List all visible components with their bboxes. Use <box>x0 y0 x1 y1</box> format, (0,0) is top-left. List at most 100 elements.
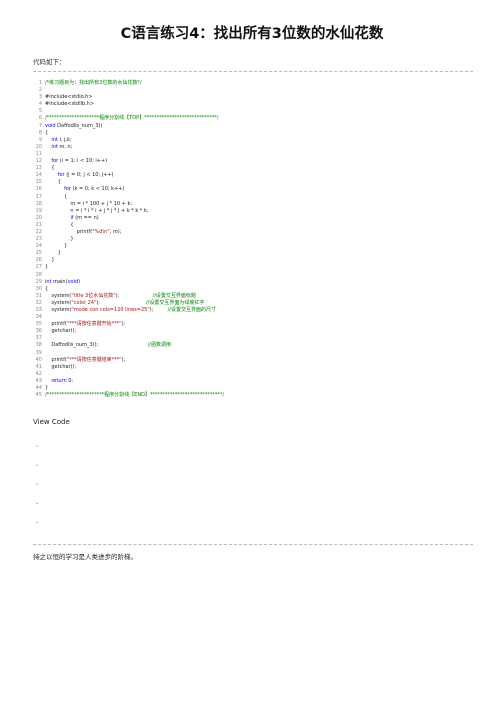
line-number: 26 <box>35 257 42 264</box>
code-token: (i = 1; i < 10; i++) <box>59 158 108 165</box>
code-token: int <box>51 136 60 143</box>
divider-bottom <box>33 544 473 545</box>
line-number: 23 <box>35 236 42 243</box>
mark-item: 、 <box>36 480 43 487</box>
line-number: 19 <box>35 207 42 214</box>
code-line: 14 for (j = 0; j < 10; j++) <box>33 172 224 179</box>
line-number: 37 <box>35 335 42 342</box>
code-token: for <box>51 158 60 165</box>
line-number: 24 <box>35 243 42 250</box>
code-token: m, n; <box>59 143 73 150</box>
line-number: 16 <box>35 186 42 193</box>
code-token: 0; <box>68 377 74 384</box>
line-number: 15 <box>35 179 42 186</box>
line-number: 27 <box>35 264 42 271</box>
line-number: 42 <box>35 370 42 377</box>
code-token: /*练习题目为：找出所有3位数的水仙花数*/ <box>45 80 142 86</box>
line-number: 18 <box>35 200 42 207</box>
line-number: 8 <box>38 129 42 136</box>
mark-item: 、 <box>36 461 43 468</box>
code-token: Daffodils_num_3(); <box>45 342 148 349</box>
code-line: 42 <box>33 371 224 378</box>
code-token: (j = 0; j < 10; j++) <box>66 172 114 179</box>
code-line: 16 for (k = 0; k < 10; k++) <box>33 186 224 193</box>
code-token: getchar(); <box>45 363 77 370</box>
code-line: 33 system("mode con cols=120 lines=25");… <box>33 307 224 314</box>
code-line: 35 printf("***请按任意键开始***"); <box>33 321 224 328</box>
code-line: 3#include<stdio.h> <box>33 94 224 101</box>
line-number: 13 <box>35 165 42 172</box>
code-token: } <box>45 236 74 243</box>
code-token: //函数调用 <box>147 342 171 349</box>
line-number: 2 <box>38 87 42 94</box>
line-number: 38 <box>35 342 42 349</box>
code-line: 5 <box>33 108 224 115</box>
code-line: 25 } <box>33 250 224 257</box>
code-line: 38 Daffodils_num_3(); //函数调用 <box>33 342 224 349</box>
line-number: 12 <box>35 158 42 165</box>
code-line: 36 getchar(); <box>33 328 224 335</box>
line-number: 11 <box>35 150 42 157</box>
code-token: #include<stdlib.h> <box>45 101 95 108</box>
line-number: 7 <box>38 122 42 129</box>
code-token: printf( <box>45 228 93 235</box>
code-token: printf( <box>45 356 67 363</box>
code-token: /***********************程序分割线【END】******… <box>45 392 225 399</box>
code-token: "title 3位水仙花数" <box>71 292 116 299</box>
code-line: 17 { <box>33 194 224 201</box>
code-token: } <box>45 385 49 392</box>
line-number: 21 <box>35 221 42 228</box>
code-token: ); <box>149 307 168 313</box>
line-number: 9 <box>38 136 42 143</box>
line-number: 41 <box>35 363 42 370</box>
line-number: 10 <box>35 143 42 150</box>
line-number: 5 <box>38 108 42 115</box>
code-line: 22 printf("%d\n", m); <box>33 229 224 236</box>
code-line: 40 printf("***请按任意键结束***"); <box>33 357 224 364</box>
code-line: 4#include<stdlib.h> <box>33 101 224 108</box>
code-line: 9 int i, j,k; <box>33 137 224 144</box>
punctuation-marks: 、、、、、 <box>36 436 42 531</box>
code-line: 13 { <box>33 165 224 172</box>
code-token: system( <box>45 307 72 313</box>
code-token: //设置交互界面的尺寸 <box>167 307 216 313</box>
code-token: for <box>57 172 67 179</box>
line-number: 14 <box>35 172 42 179</box>
code-line: 43 return 0; <box>33 378 224 385</box>
code-line: 18 m = i * 100 + j * 10 + k; <box>33 201 224 208</box>
code-token: ); <box>121 321 126 328</box>
code-token <box>45 172 58 178</box>
code-token: void <box>67 278 79 285</box>
code-line: 45/***********************程序分割线【END】****… <box>33 392 225 399</box>
code-token: return <box>51 377 69 384</box>
code-token: } <box>45 243 68 250</box>
code-token: { <box>45 179 61 186</box>
code-token: ); <box>121 356 126 363</box>
code-token: printf( <box>45 321 67 328</box>
code-line: 12 for (i = 1; i < 10; i++) <box>33 158 224 165</box>
page-title: C语言练习4：找出所有3位数的水仙花数 <box>120 26 384 42</box>
view-code-link[interactable]: View Code <box>33 418 70 426</box>
line-number: 31 <box>35 292 42 299</box>
code-line: 11 <box>33 151 224 158</box>
code-token: } <box>45 264 49 271</box>
intro-text: 代码如下： <box>33 58 66 66</box>
line-number: 29 <box>35 278 42 285</box>
line-number: 6 <box>38 115 42 122</box>
code-token: ); <box>115 292 153 299</box>
code-line: 28 <box>33 272 224 279</box>
code-token: /*********************程序分割线【TOP】********… <box>45 115 219 122</box>
code-line: 30{ <box>33 286 224 293</box>
code-token: Daffodils_num_3() <box>57 122 103 129</box>
code-line: 27} <box>33 264 224 271</box>
code-token: //设置交互界面标题 <box>152 292 196 299</box>
code-token: , m); <box>109 228 122 235</box>
closing-text: 持之以恒的学习是人类进步的阶梯。 <box>33 553 137 561</box>
code-token: getchar(); <box>45 328 77 335</box>
code-line: 26 } <box>33 257 224 264</box>
code-line: 6/*********************程序分割线【TOP】*******… <box>33 115 224 122</box>
line-number: 22 <box>35 228 42 235</box>
